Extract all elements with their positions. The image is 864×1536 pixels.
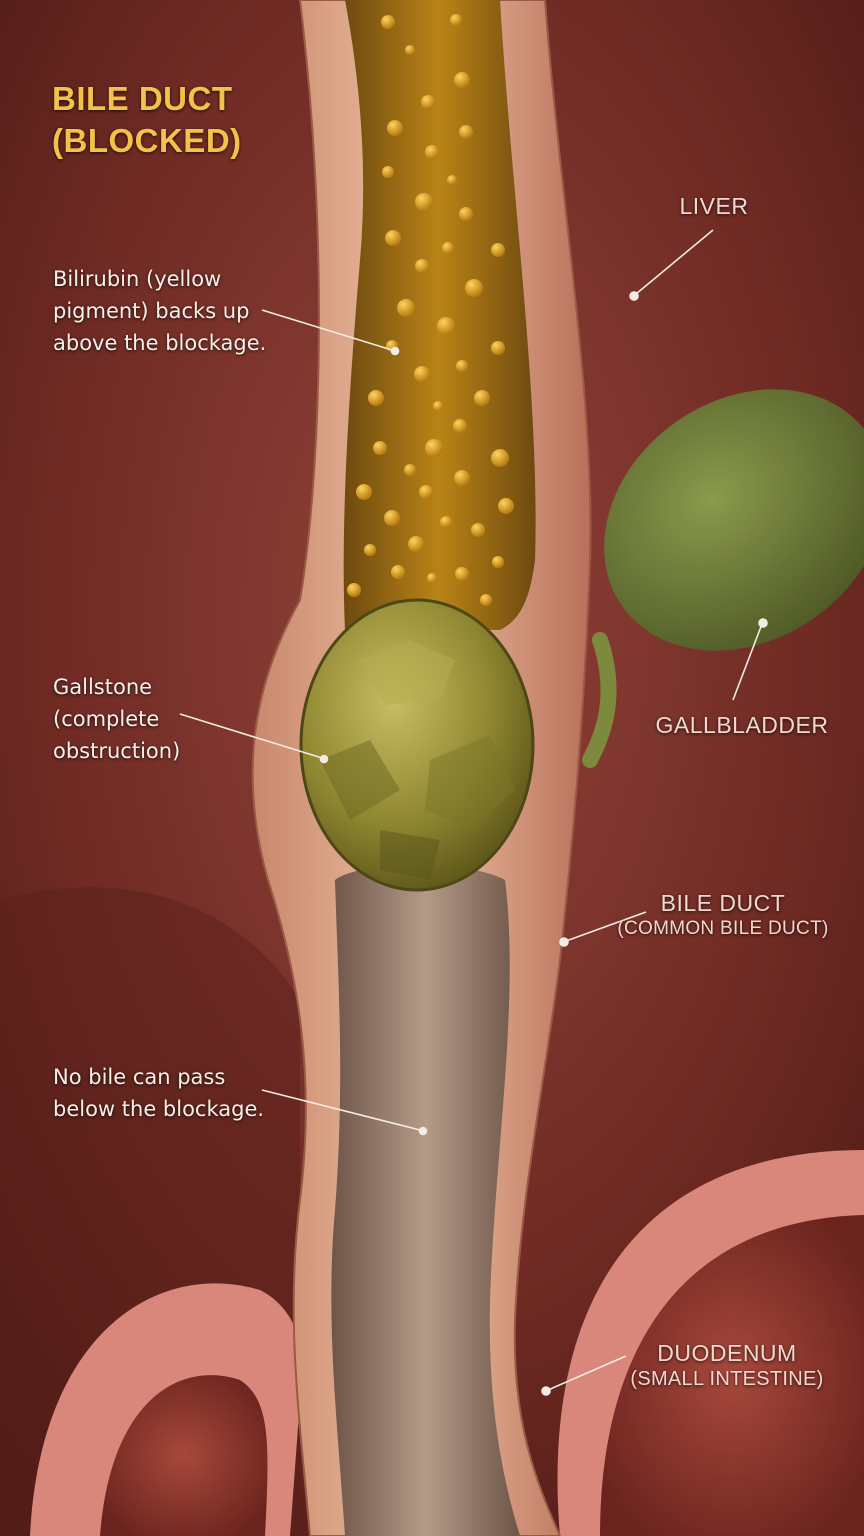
bile-duct-name: BILE DUCT <box>660 890 786 916</box>
liver-label: LIVER <box>679 193 749 219</box>
duodenum-name: DUODENUM <box>657 1340 797 1366</box>
duodenum-sub: (SMALL INTESTINE) <box>630 1368 824 1390</box>
title-line-2: (BLOCKED) <box>52 122 242 159</box>
no-bile-line-1: No bile can pass <box>53 1065 226 1089</box>
title-line-1: BILE DUCT <box>52 80 233 117</box>
bile-column <box>343 0 536 630</box>
bile-duct-sub: (COMMON BILE DUCT) <box>617 918 829 939</box>
bile-duct-label: BILE DUCT (COMMON BILE DUCT) <box>610 888 836 940</box>
bilirubin-annotation: Bilirubin (yellow pigment) backs up abov… <box>53 263 266 359</box>
gallstone <box>299 598 535 892</box>
no-bile-line-2: below the blockage. <box>53 1097 265 1121</box>
no-bile-annotation: No bile can pass below the blockage. <box>53 1061 264 1125</box>
gallbladder-label: GALLBLADDER <box>655 712 829 738</box>
gallstone-line-2: (complete <box>53 707 160 731</box>
gallbladder <box>582 389 864 768</box>
bilirubin-line-1: Bilirubin (yellow <box>53 267 222 291</box>
leader-lines <box>179 229 768 1396</box>
diagram-title: BILE DUCT (BLOCKED) <box>52 78 242 162</box>
duodenum <box>30 1150 864 1536</box>
gallstone-line-1: Gallstone <box>53 675 153 699</box>
bilirubin-line-3: above the blockage. <box>53 331 267 355</box>
bilirubin-line-2: pigment) backs up <box>53 299 250 323</box>
duodenum-label: DUODENUM (SMALL INTESTINE) <box>622 1338 832 1391</box>
bilirubin-droplets <box>347 14 514 606</box>
gallstone-annotation: Gallstone (complete obstruction) <box>53 671 180 767</box>
empty-lumen <box>331 865 520 1536</box>
gallstone-line-3: obstruction) <box>53 739 181 763</box>
